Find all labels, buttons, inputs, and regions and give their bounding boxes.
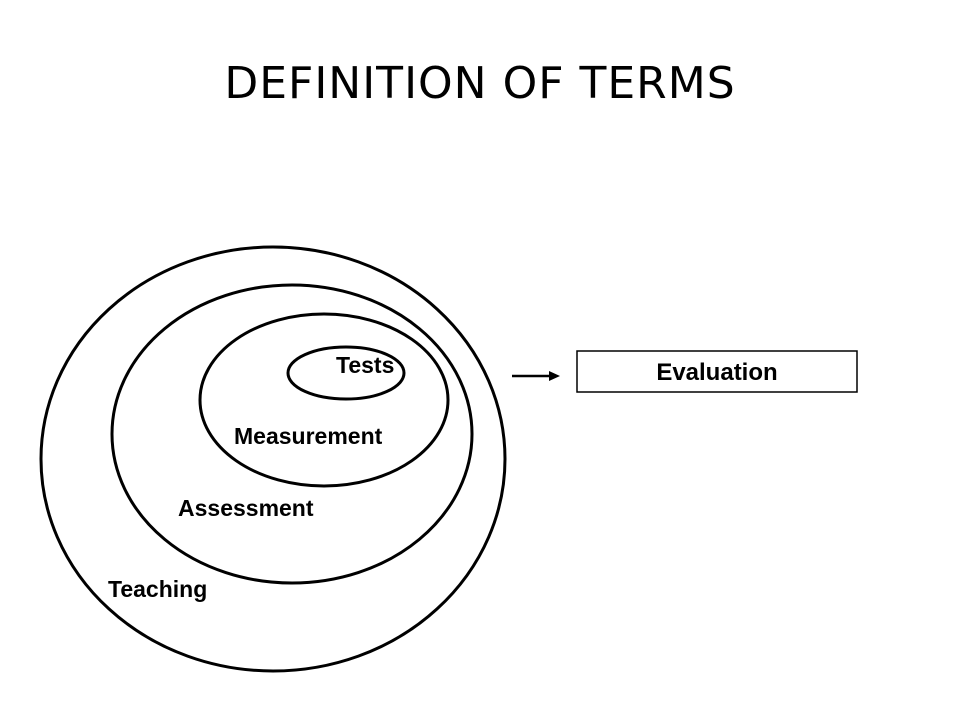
teaching-ring [39, 245, 507, 673]
assessment-ring [110, 283, 474, 585]
evaluation-box [576, 350, 858, 393]
measurement-label: Measurement [234, 423, 383, 449]
assessment-label: Assessment [178, 495, 314, 521]
teaching-label: Teaching [108, 576, 207, 602]
evaluation-label: Evaluation [656, 359, 777, 386]
slide-title: DEFINITION OF TERMS [224, 58, 736, 109]
tests-label: Tests [336, 352, 394, 378]
right-arrow-icon [512, 371, 560, 381]
tests-ring [286, 345, 406, 401]
measurement-ring [198, 312, 450, 488]
